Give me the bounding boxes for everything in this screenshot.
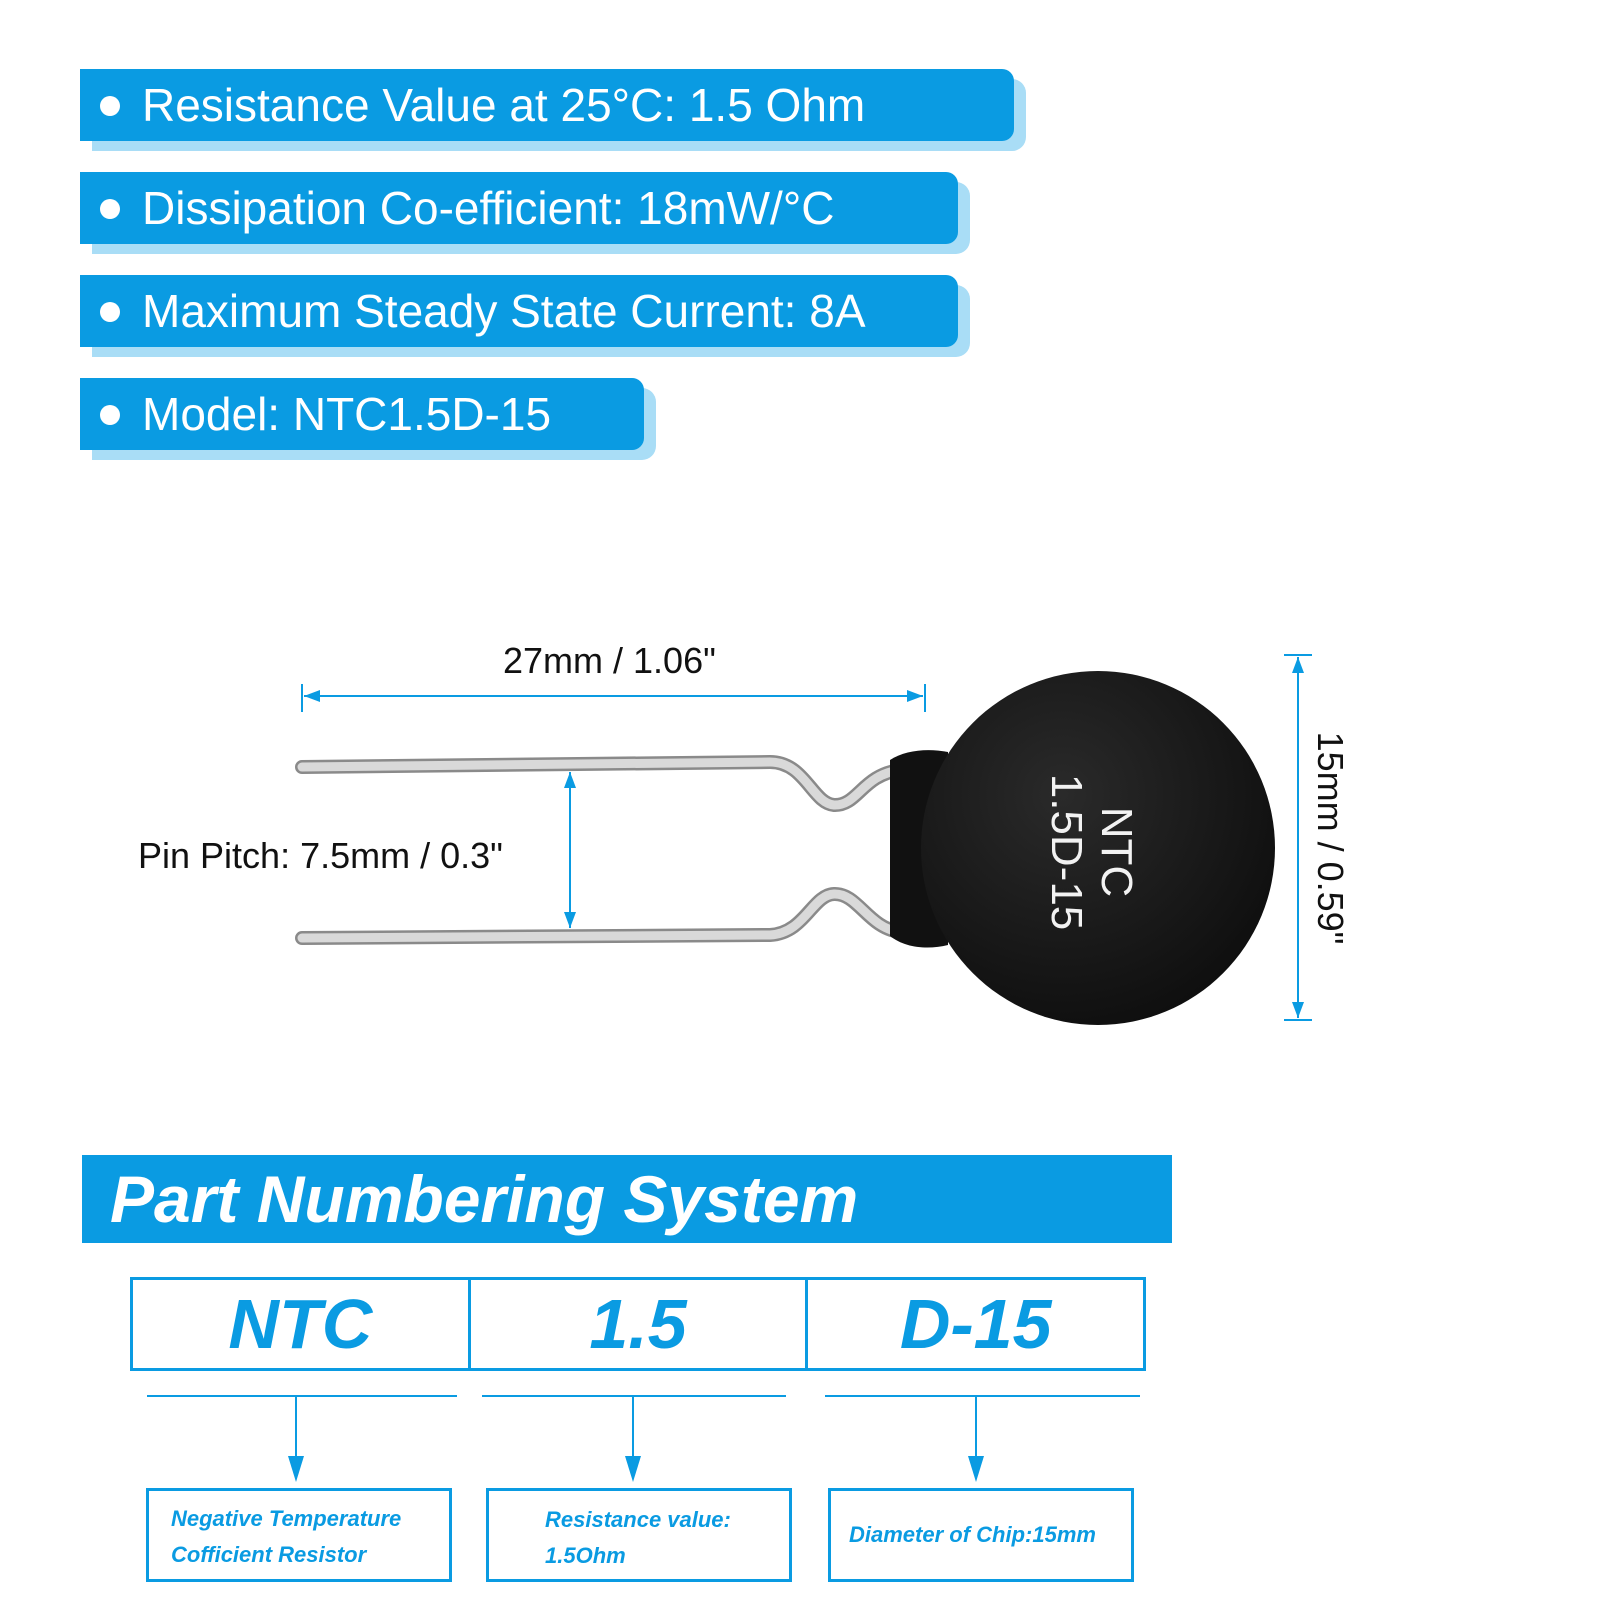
thermistor-illustration: NTC 1.5D-15	[295, 654, 1312, 1025]
lead-wires	[295, 754, 907, 945]
spec-model: Model: NTC1.5D-15	[80, 378, 656, 460]
diameter-dimension-line	[1284, 654, 1312, 1021]
bullet-icon	[100, 302, 120, 322]
marking-line-2: 1.5D-15	[1042, 774, 1091, 931]
part-numbering-title-bar: Part Numbering System	[82, 1155, 1172, 1243]
length-dimension-line	[301, 684, 926, 712]
length-label: 27mm / 1.06"	[503, 640, 716, 681]
spec-bar: Model: NTC1.5D-15	[80, 378, 644, 450]
thermistor-body	[890, 671, 1275, 1025]
part-numbering-title: Part Numbering System	[110, 1162, 859, 1236]
description-line: Diameter of Chip:15mm	[849, 1522, 1096, 1547]
spec-dissipation: Dissipation Co-efficient: 18mW/°C	[80, 172, 970, 254]
diameter-label: 15mm / 0.59"	[1310, 731, 1351, 945]
part-code-table: NTC 1.5 D-15	[130, 1277, 1146, 1371]
pin-pitch-dimension-line	[564, 772, 576, 928]
part-code-connectors	[147, 1395, 1140, 1482]
spec-bar: Resistance Value at 25°C: 1.5 Ohm	[80, 69, 1014, 141]
description-ntc: Negative Temperature Cofficient Resistor	[146, 1488, 452, 1582]
part-code-diameter: D-15	[805, 1280, 1143, 1368]
part-code-resistance: 1.5	[467, 1280, 806, 1368]
description-line: Negative Temperature	[171, 1506, 402, 1531]
marking-line-1: NTC	[1092, 807, 1141, 897]
body-marking: NTC 1.5D-15	[1042, 774, 1141, 931]
description-line: Cofficient Resistor	[171, 1542, 367, 1567]
spec-text: Dissipation Co-efficient: 18mW/°C	[142, 182, 835, 234]
description-resistance: Resistance value: 1.5Ohm	[486, 1488, 792, 1582]
description-diameter: Diameter of Chip:15mm	[828, 1488, 1134, 1582]
spec-current: Maximum Steady State Current: 8A	[80, 275, 970, 357]
spec-text: Maximum Steady State Current: 8A	[142, 285, 866, 337]
spec-bar: Maximum Steady State Current: 8A	[80, 275, 958, 347]
pin-pitch-label: Pin Pitch: 7.5mm / 0.3"	[138, 835, 503, 876]
spec-bar: Dissipation Co-efficient: 18mW/°C	[80, 172, 958, 244]
part-code-ntc: NTC	[228, 1285, 373, 1363]
spec-resistance: Resistance Value at 25°C: 1.5 Ohm	[80, 69, 1026, 151]
spec-text: Model: NTC1.5D-15	[142, 388, 552, 440]
bullet-icon	[100, 405, 120, 425]
bullet-icon	[100, 96, 120, 116]
spec-text: Resistance Value at 25°C: 1.5 Ohm	[142, 79, 866, 131]
description-line: Resistance value:	[545, 1507, 731, 1532]
bullet-icon	[100, 199, 120, 219]
description-line: 1.5Ohm	[545, 1543, 626, 1568]
